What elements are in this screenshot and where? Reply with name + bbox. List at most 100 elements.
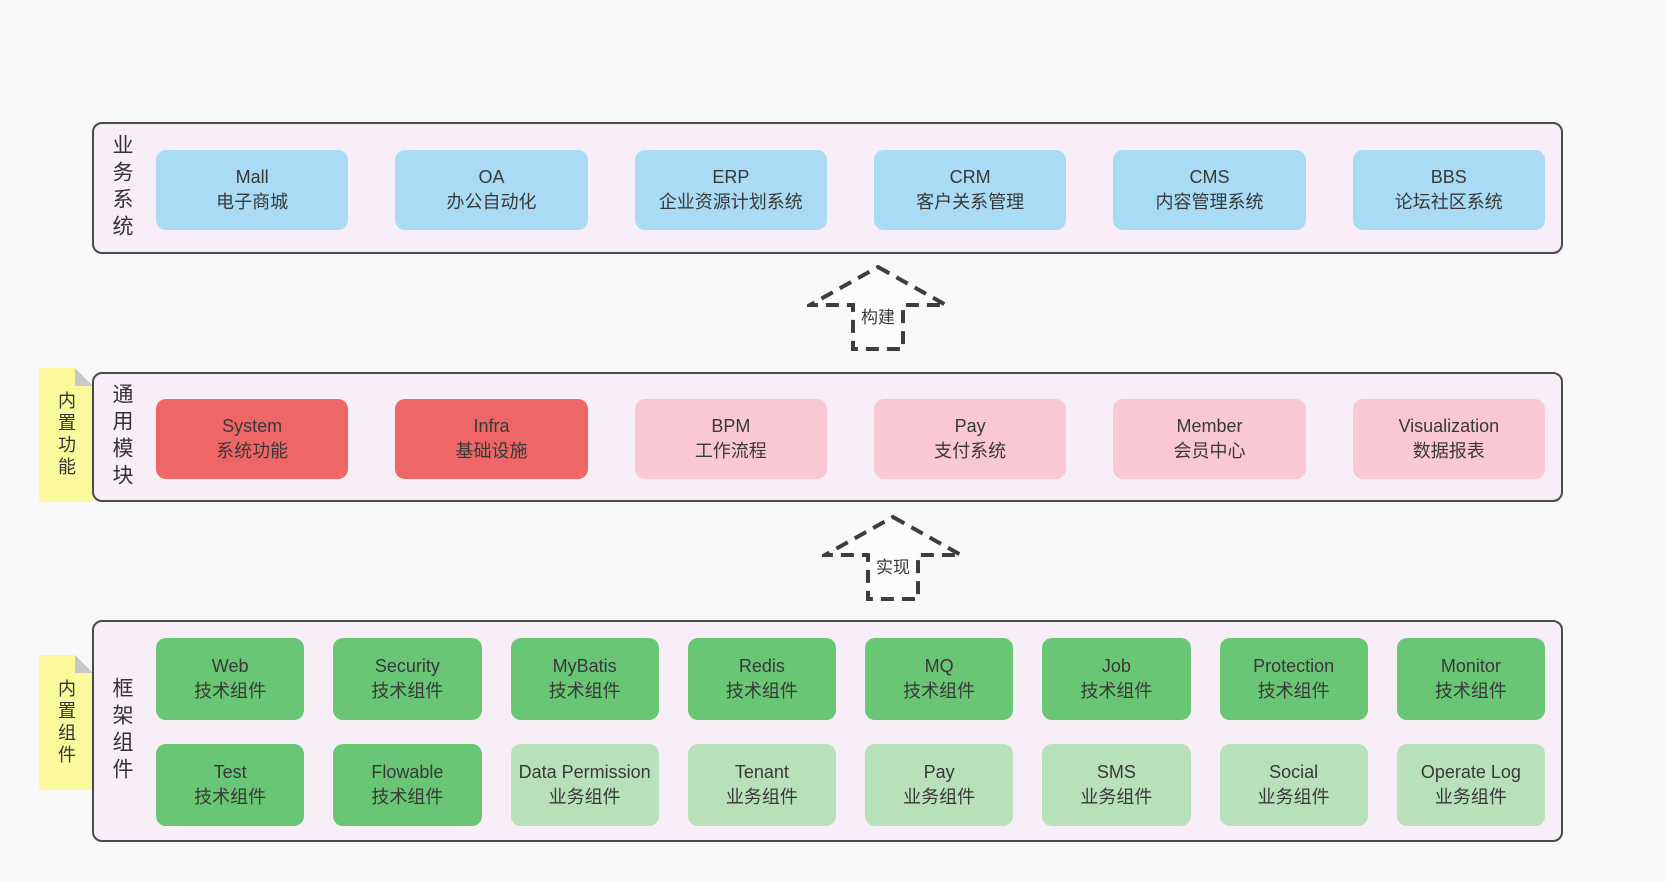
- box-subtitle: 数据报表: [1412, 441, 1485, 461]
- box-subtitle: 技术组件: [194, 787, 267, 807]
- box-oa: OA 办公自动化: [395, 150, 588, 230]
- box-subtitle: 技术组件: [371, 681, 444, 701]
- box-subtitle: 技术组件: [1080, 681, 1153, 701]
- box-title: Visualization: [1398, 415, 1500, 436]
- note-fold-icon: [75, 368, 93, 386]
- box-pay-component: Pay 业务组件: [865, 744, 1014, 826]
- box-title: Redis: [738, 655, 785, 676]
- box-subtitle: 论坛社区系统: [1394, 192, 1503, 212]
- box-title: Pay: [923, 761, 955, 782]
- box-bbs: BBS 论坛社区系统: [1352, 150, 1545, 230]
- sticky-note-builtin-components: 内置组件: [39, 655, 93, 790]
- box-title: Social: [1269, 761, 1319, 782]
- box-row: System 系统功能 Infra 基础设施 BPM 工作流程 Pay 支付系统…: [156, 399, 1545, 479]
- note-fold-icon: [75, 655, 93, 673]
- box-job: Job 技术组件: [1042, 638, 1191, 720]
- box-web: Web 技术组件: [156, 638, 305, 720]
- common-modules-layer: 通用模块 System 系统功能 Infra 基础设施 BPM 工作流程 Pay…: [92, 372, 1563, 502]
- box-subtitle: 业务组件: [1257, 787, 1330, 807]
- box-row: Test 技术组件 Flowable 技术组件 Data Permission …: [156, 744, 1545, 826]
- box-title: Flowable: [371, 761, 444, 782]
- box-subtitle: 会员中心: [1173, 441, 1246, 461]
- box-row: Mall 电子商城 OA 办公自动化 ERP 企业资源计划系统 CRM 客户关系…: [156, 150, 1545, 230]
- box-subtitle: 办公自动化: [446, 192, 537, 212]
- box-title: OA: [478, 166, 505, 187]
- box-title: ERP: [712, 166, 750, 187]
- box-mall: Mall 电子商城: [156, 150, 349, 230]
- box-title: Data Permission: [518, 761, 651, 782]
- box-subtitle: 企业资源计划系统: [658, 192, 803, 212]
- box-bpm: BPM 工作流程: [634, 399, 827, 479]
- box-subtitle: 内容管理系统: [1155, 192, 1264, 212]
- box-operate-log: Operate Log 业务组件: [1396, 744, 1545, 826]
- arrow-label: 构建: [858, 302, 898, 329]
- box-subtitle: 业务组件: [548, 787, 621, 807]
- box-test: Test 技术组件: [156, 744, 305, 826]
- box-subtitle: 技术组件: [1257, 681, 1330, 701]
- box-title: MyBatis: [552, 655, 617, 676]
- note-text: 内置组件: [56, 678, 76, 767]
- box-member: Member 会员中心: [1113, 399, 1306, 479]
- box-mybatis: MyBatis 技术组件: [510, 638, 659, 720]
- box-social: Social 业务组件: [1219, 744, 1368, 826]
- box-sms: SMS 业务组件: [1042, 744, 1191, 826]
- box-title: Test: [213, 761, 247, 782]
- box-title: System: [222, 415, 283, 436]
- box-subtitle: 技术组件: [1434, 681, 1507, 701]
- box-title: Member: [1176, 415, 1243, 436]
- box-title: Tenant: [734, 761, 789, 782]
- box-cms: CMS 内容管理系统: [1113, 150, 1306, 230]
- box-infra: Infra 基础设施: [395, 399, 588, 479]
- framework-components-layer: 框架组件 Web 技术组件 Security 技术组件 MyBatis 技术组件…: [92, 620, 1563, 842]
- box-title: Mall: [235, 166, 269, 187]
- layer-label: 框架组件: [110, 677, 133, 785]
- box-title: Operate Log: [1420, 761, 1521, 782]
- box-subtitle: 技术组件: [548, 681, 621, 701]
- box-subtitle: 业务组件: [903, 787, 976, 807]
- box-title: Web: [211, 655, 249, 676]
- box-visualization: Visualization 数据报表: [1352, 399, 1545, 479]
- box-subtitle: 工作流程: [694, 441, 767, 461]
- box-subtitle: 电子商城: [216, 192, 289, 212]
- layer-label: 通用模块: [110, 383, 133, 491]
- sticky-note-builtin-features: 内置功能: [39, 368, 93, 502]
- box-title: CRM: [949, 166, 991, 187]
- box-subtitle: 支付系统: [934, 441, 1007, 461]
- box-title: Protection: [1253, 655, 1335, 676]
- box-subtitle: 业务组件: [1434, 787, 1507, 807]
- box-title: Security: [374, 655, 440, 676]
- box-security: Security 技术组件: [333, 638, 482, 720]
- box-flowable: Flowable 技术组件: [333, 744, 482, 826]
- box-subtitle: 技术组件: [725, 681, 798, 701]
- box-redis: Redis 技术组件: [687, 638, 836, 720]
- box-system: System 系统功能: [156, 399, 349, 479]
- box-title: BBS: [1430, 166, 1467, 187]
- box-title: SMS: [1096, 761, 1136, 782]
- box-title: MQ: [924, 655, 954, 676]
- box-subtitle: 技术组件: [371, 787, 444, 807]
- layer-label: 业务系统: [110, 134, 133, 242]
- box-monitor: Monitor 技术组件: [1396, 638, 1545, 720]
- business-systems-layer: 业务系统 Mall 电子商城 OA 办公自动化 ERP 企业资源计划系统 CRM…: [92, 122, 1563, 254]
- box-subtitle: 技术组件: [194, 681, 267, 701]
- box-title: Monitor: [1440, 655, 1501, 676]
- box-subtitle: 业务组件: [1080, 787, 1153, 807]
- box-title: Infra: [473, 415, 510, 436]
- build-arrow: 构建: [807, 264, 949, 352]
- box-tenant: Tenant 业务组件: [687, 744, 836, 826]
- box-data-permission: Data Permission 业务组件: [510, 744, 659, 826]
- arrow-label: 实现: [873, 552, 913, 579]
- box-erp: ERP 企业资源计划系统: [634, 150, 827, 230]
- box-title: BPM: [711, 415, 751, 436]
- box-title: Job: [1101, 655, 1131, 676]
- box-crm: CRM 客户关系管理: [873, 150, 1067, 230]
- box-protection: Protection 技术组件: [1219, 638, 1368, 720]
- implement-arrow: 实现: [822, 514, 964, 602]
- box-subtitle: 客户关系管理: [916, 192, 1025, 212]
- box-mq: MQ 技术组件: [865, 638, 1014, 720]
- box-title: Pay: [954, 415, 986, 436]
- box-subtitle: 技术组件: [903, 681, 976, 701]
- box-subtitle: 基础设施: [455, 441, 528, 461]
- box-pay-module: Pay 支付系统: [873, 399, 1067, 479]
- box-subtitle: 业务组件: [725, 787, 798, 807]
